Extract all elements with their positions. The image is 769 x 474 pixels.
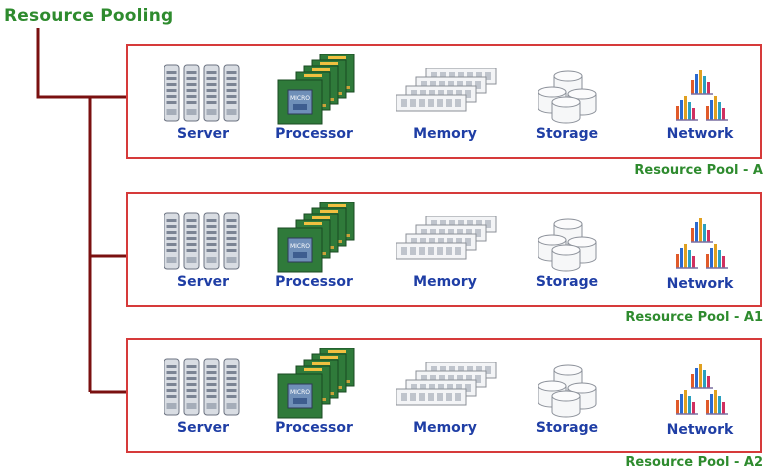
chip-text: MICRO — [290, 95, 310, 102]
network-group: Network — [652, 46, 748, 159]
chip-text: MICRO — [290, 389, 310, 396]
processor-label: Processor — [275, 274, 353, 290]
network-label: Network — [666, 126, 734, 142]
storage-label: Storage — [535, 126, 599, 142]
network-bars-icon — [675, 218, 729, 269]
chip-text: MICRO — [290, 243, 310, 250]
server-label: Server — [176, 420, 229, 436]
processor-label: Processor — [275, 420, 353, 436]
network-label: Network — [666, 276, 734, 292]
network-group: Network — [652, 194, 748, 307]
server-label: Server — [176, 274, 229, 290]
diagram-title: Resource Pooling — [4, 6, 174, 26]
server-rack-icon — [164, 212, 240, 270]
pool-label-a1: Resource Pool - A1 — [625, 310, 763, 325]
storage-label: Storage — [535, 274, 599, 290]
memory-label: Memory — [413, 126, 477, 142]
storage-disk-icon — [538, 70, 597, 124]
server-label: Server — [176, 126, 229, 142]
memory-group: Memory — [390, 46, 500, 159]
pool-label-a: Resource Pool - A — [634, 163, 763, 178]
network-group: Network — [652, 340, 748, 453]
memory-module-icon — [396, 362, 497, 406]
processor-group: MICRO Processor — [264, 194, 364, 307]
server-group: Server — [158, 46, 248, 159]
processor-label: Processor — [275, 126, 353, 142]
resource-pool-a1: Server MICRO Processor Memory Storage Ne… — [126, 192, 762, 307]
network-bars-icon — [675, 70, 729, 121]
processor-chip-icon: MICRO — [277, 54, 355, 125]
storage-disk-icon — [538, 364, 597, 418]
memory-label: Memory — [413, 420, 477, 436]
storage-group: Storage — [528, 340, 606, 453]
memory-group: Memory — [390, 194, 500, 307]
memory-module-icon — [396, 68, 497, 112]
processor-group: MICRO Processor — [264, 46, 364, 159]
pool-label-a2: Resource Pool - A2 — [625, 455, 763, 470]
memory-group: Memory — [390, 340, 500, 453]
server-rack-icon — [164, 358, 240, 416]
memory-label: Memory — [413, 274, 477, 290]
processor-chip-icon: MICRO — [277, 348, 355, 419]
storage-group: Storage — [528, 46, 606, 159]
resource-pool-a: Server MICRO Processor Memory Storage Ne… — [126, 44, 762, 159]
server-group: Server — [158, 340, 248, 453]
network-bars-icon — [675, 364, 729, 415]
processor-group: MICRO Processor — [264, 340, 364, 453]
storage-disk-icon — [538, 218, 597, 272]
storage-group: Storage — [528, 194, 606, 307]
storage-label: Storage — [535, 420, 599, 436]
server-group: Server — [158, 194, 248, 307]
processor-chip-icon: MICRO — [277, 202, 355, 273]
resource-pool-a2: Server MICRO Processor Memory Storage Ne… — [126, 338, 762, 453]
server-rack-icon — [164, 64, 240, 122]
memory-module-icon — [396, 216, 497, 260]
network-label: Network — [666, 422, 734, 438]
